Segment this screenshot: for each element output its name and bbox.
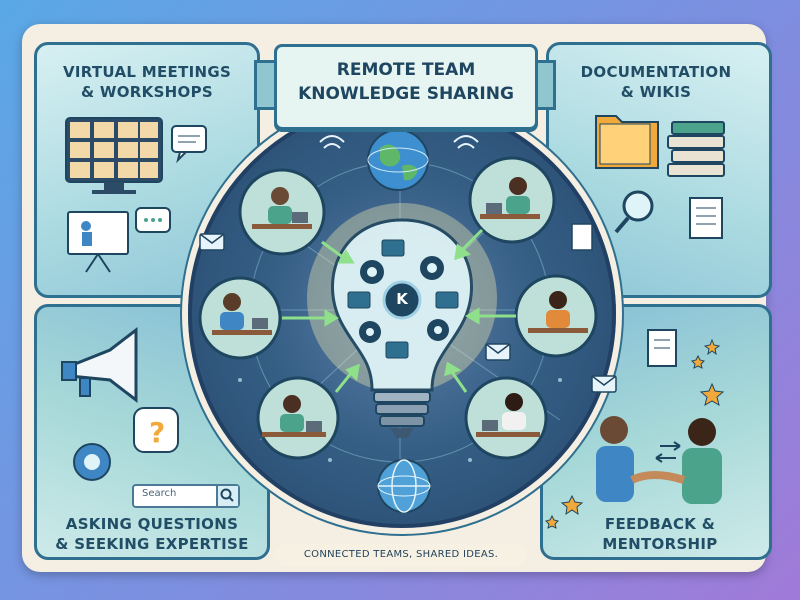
panel-title-line: & WIKIS xyxy=(620,83,692,101)
document-icon xyxy=(571,197,723,367)
footer-tagline: CONNECTED TEAMS, SHARED IDEAS. xyxy=(276,544,526,566)
gear-icon xyxy=(73,443,111,481)
globe-icon xyxy=(377,459,431,513)
panel-title-line: ASKING QUESTIONS xyxy=(65,515,239,533)
question-bubble-icon: ? xyxy=(133,407,179,453)
search-input[interactable]: Search xyxy=(132,484,240,508)
panel-title-asking-questions: ASKING QUESTIONS & SEEKING EXPERTISE xyxy=(42,514,262,554)
panel-title-line: & SEEKING EXPERTISE xyxy=(55,535,249,553)
lightbulb-icon xyxy=(307,203,497,438)
search-placeholder: Search xyxy=(142,488,177,499)
books-icon xyxy=(667,121,725,177)
envelope-icon xyxy=(199,233,617,393)
panel-title-line: MENTORSHIP xyxy=(602,535,718,553)
svg-text:?: ? xyxy=(149,416,165,449)
star-icon xyxy=(545,338,725,529)
page-title: REMOTE TEAM KNOWLEDGE SHARING xyxy=(274,58,538,106)
wifi-icon xyxy=(319,135,479,149)
remote-worker-avatars xyxy=(198,156,598,460)
center-badge: K xyxy=(396,290,408,308)
handshake-icon xyxy=(596,416,722,504)
title-line-1: REMOTE TEAM xyxy=(336,60,476,80)
globe-icon xyxy=(367,129,429,191)
chat-bubble-icon xyxy=(135,207,171,233)
magnifier-icon xyxy=(614,190,654,234)
panel-title-virtual-meetings: VIRTUAL MEETINGS & WORKSHOPS xyxy=(52,62,242,102)
panel-title-line: FEEDBACK & xyxy=(604,515,716,533)
speech-bubble-icon xyxy=(171,125,207,164)
arrow-icons xyxy=(282,228,516,393)
title-banner xyxy=(274,44,538,130)
video-call-icon xyxy=(65,117,163,194)
panel-title-documentation: DOCUMENTATION & WIKIS xyxy=(556,62,756,102)
panel-title-feedback-mentorship: FEEDBACK & MENTORSHIP xyxy=(560,514,760,554)
panel-title-line: DOCUMENTATION xyxy=(580,63,732,81)
search-icon[interactable] xyxy=(216,486,238,506)
presentation-board-icon xyxy=(67,211,129,273)
panel-title-line: VIRTUAL MEETINGS xyxy=(62,63,232,81)
megaphone-icon xyxy=(61,326,138,404)
title-line-2: KNOWLEDGE SHARING xyxy=(298,84,514,104)
folder-icon xyxy=(595,115,659,169)
panel-title-line: & WORKSHOPS xyxy=(81,83,213,101)
